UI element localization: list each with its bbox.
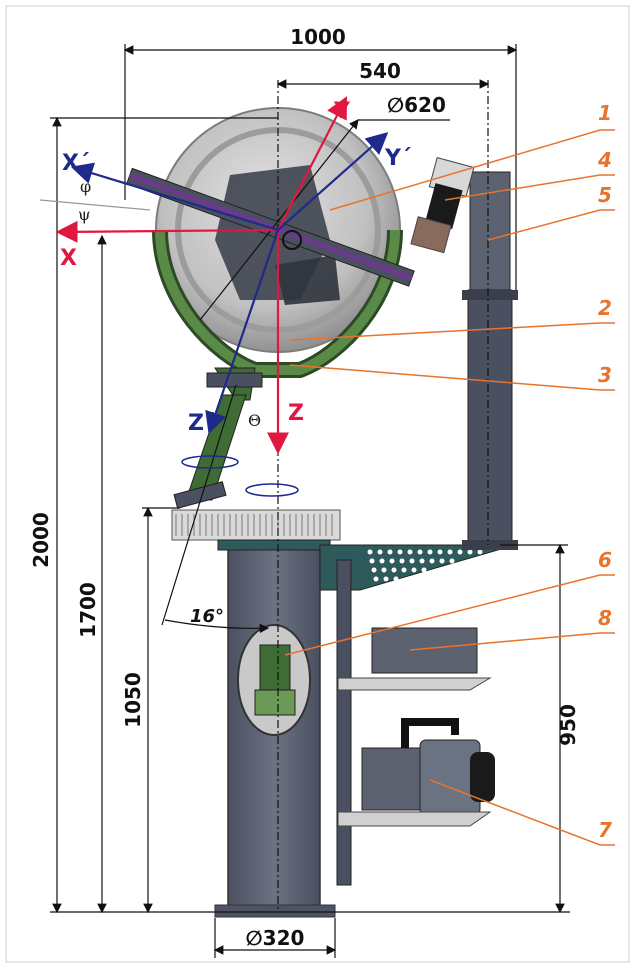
frame-border	[5, 5, 630, 963]
callout-8: 8	[598, 606, 612, 630]
dim-1700: 1700	[76, 582, 100, 638]
support-beam	[319, 544, 516, 591]
turntable	[171, 509, 341, 551]
callout-2: 2	[598, 296, 612, 320]
axis-x-label: X	[60, 246, 77, 271]
dim-2000: 2000	[29, 512, 53, 568]
dim-540: 540	[359, 59, 401, 83]
angle-theta: Θ	[248, 411, 261, 430]
dim-1000: 1000	[290, 25, 346, 49]
angle-16: 16°	[190, 606, 224, 627]
angle-phi: φ	[80, 177, 91, 196]
callout-1: 1	[598, 101, 612, 125]
component-4	[410, 157, 475, 254]
vertical-rod	[336, 559, 352, 886]
axis-y-label: Y	[333, 99, 351, 124]
dim-950: 950	[556, 704, 580, 746]
dim-620: ∅620	[387, 93, 446, 117]
axis-z-label: Z	[288, 401, 304, 426]
component-8-box	[337, 627, 492, 691]
axis-z-prime-label: Z´	[188, 411, 215, 436]
dim-320: ∅320	[246, 926, 305, 950]
callout-7: 7	[598, 818, 612, 842]
base-column	[214, 547, 336, 918]
callout-leaders	[284, 129, 615, 846]
angle-psi: ψ	[78, 205, 91, 224]
axis-x-prime-label: X´	[62, 151, 90, 176]
callout-6: 6	[598, 548, 612, 572]
mast-5	[462, 171, 518, 550]
axis-y-prime-label: Y´	[384, 146, 412, 171]
coordinate-axes	[55, 96, 389, 455]
dimension-lines	[39, 44, 570, 958]
callout-3: 3	[598, 363, 612, 387]
dim-1050: 1050	[121, 672, 145, 728]
lower-arm	[173, 367, 263, 509]
rotation-marks	[181, 455, 299, 497]
callout-4: 4	[597, 148, 612, 172]
motor-7	[337, 718, 495, 827]
callout-5: 5	[598, 183, 612, 207]
